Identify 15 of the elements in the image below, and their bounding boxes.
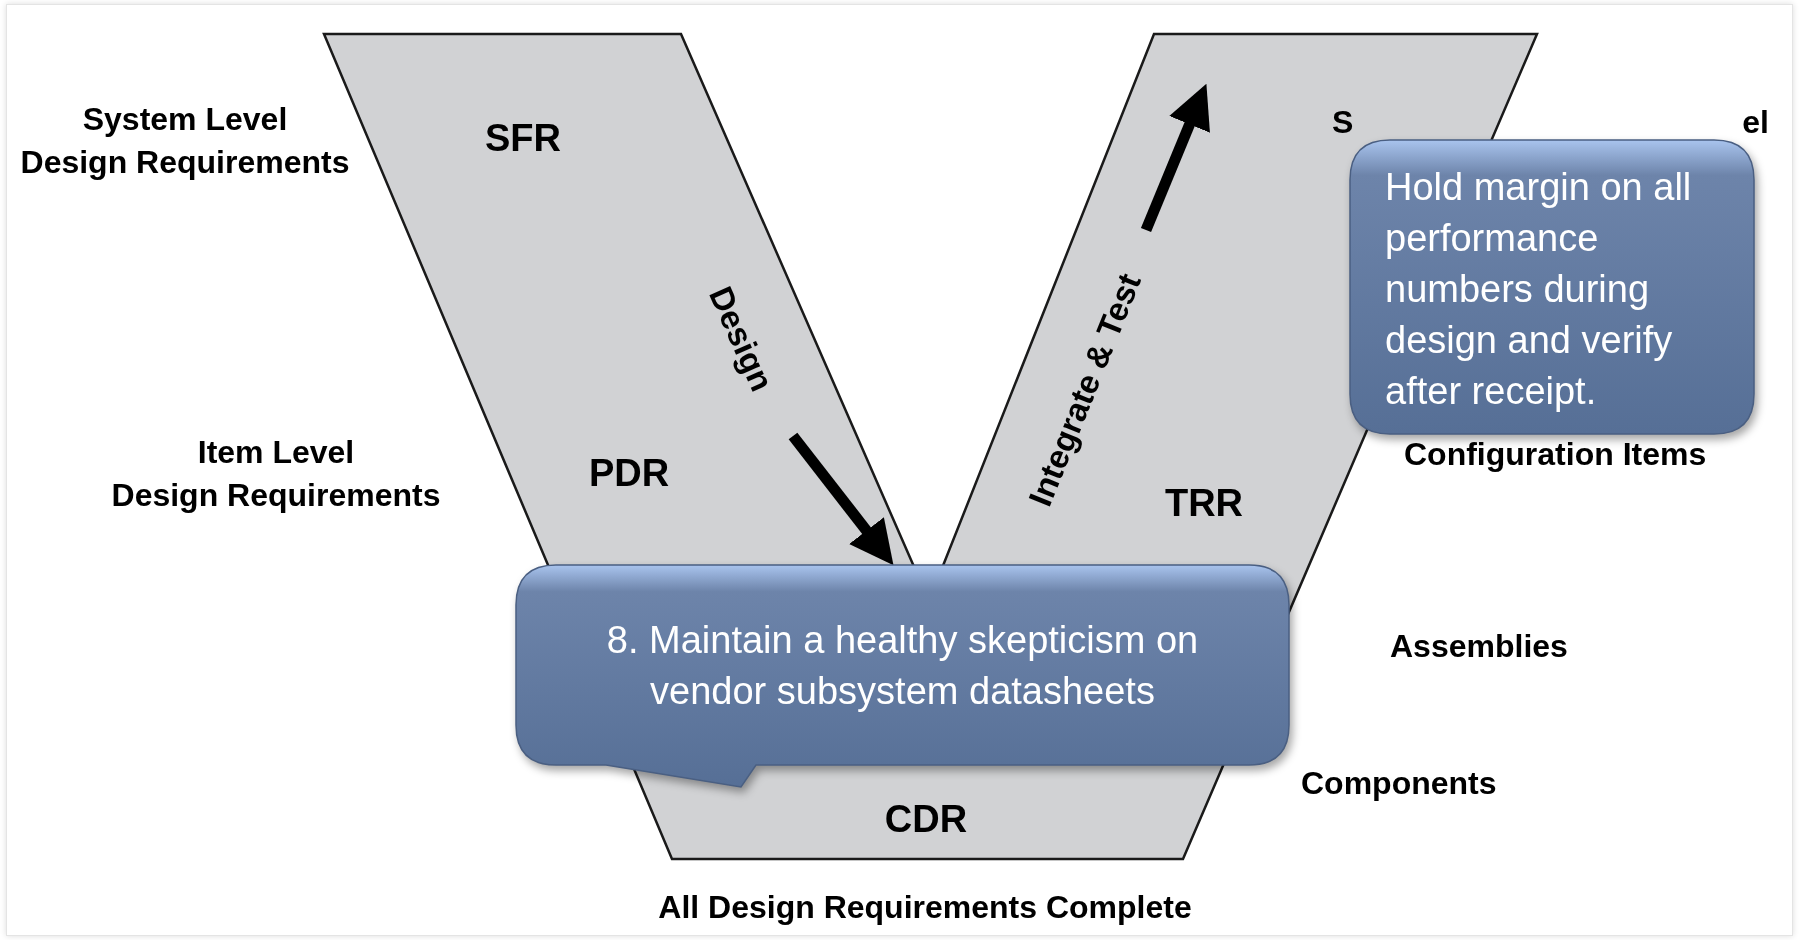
stage-label: PDR [588,453,670,493]
stage-label: CDR [884,799,968,839]
level-label: S [1332,103,1354,142]
callout-bubble [1350,140,1754,434]
level-label: All Design Requirements Complete [658,888,1192,927]
level-label: Assemblies [1390,627,1568,666]
stage-label: TRR [1164,483,1244,523]
level-label: System Level Design Requirements [20,100,350,182]
level-label: Components [1301,764,1497,803]
callout-text: Hold margin on all performance numbers during design and verify after receipt. [1385,165,1693,414]
level-label: el [1742,103,1769,142]
level-label: Configuration Items [1404,435,1707,474]
stage-label: SFR [485,118,561,158]
callout-text: 8. Maintain a healthy skepticism on vendor subsystem datasheets [605,618,1200,714]
level-label: Item Level Design Requirements [111,433,441,515]
